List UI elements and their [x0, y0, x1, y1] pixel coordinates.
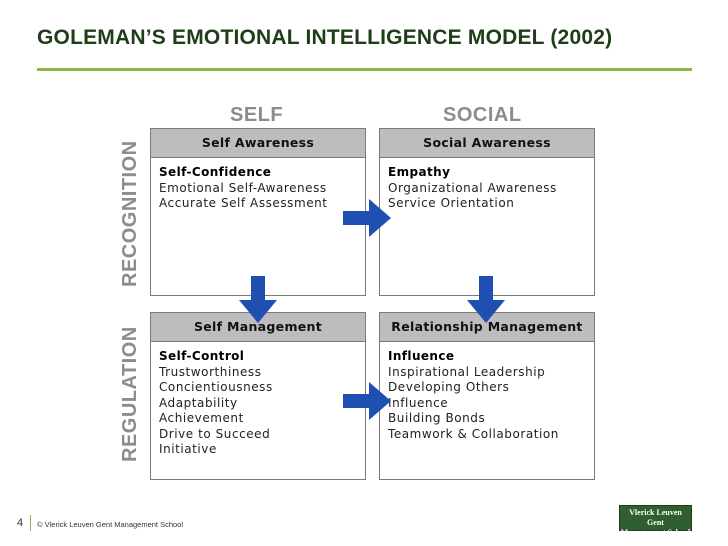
competency-item: Drive to Succeed: [159, 426, 271, 441]
copyright-text: © Vlerick Leuven Gent Management School: [37, 520, 184, 529]
competency-item: Self-Confidence: [159, 165, 272, 179]
quadrant-body: Influence Inspirational Leadership Devel…: [380, 342, 594, 442]
page-number: 4: [17, 517, 24, 529]
school-logo: Vlerick Leuven Gent Management School: [619, 505, 692, 537]
competency-item: Organizational Awareness: [388, 180, 557, 195]
logo-line: Management School: [620, 528, 691, 537]
quadrant-self-awareness: Self Awareness Self-Confidence Emotional…: [150, 128, 366, 296]
column-header-self: SELF: [230, 104, 284, 126]
title-underline: [37, 68, 692, 71]
quadrant-heading: Self Awareness: [151, 129, 365, 158]
quadrant-body: Self-Control Trustworthiness Concientiou…: [151, 342, 365, 458]
slide-title: GOLEMAN’S EMOTIONAL INTELLIGENCE MODEL (…: [37, 26, 613, 49]
competency-item: Adaptability: [159, 395, 238, 410]
competency-item: Concientiousness: [159, 380, 273, 394]
quadrant-self-management: Self Management Self-Control Trustworthi…: [150, 312, 366, 480]
competency-item: Accurate Self Assessment: [159, 196, 328, 210]
competency-item: Influence: [388, 395, 449, 410]
quadrant-body: Self-Confidence Emotional Self-Awareness…: [151, 158, 365, 212]
quadrant-body: Empathy Organizational Awareness Service…: [380, 158, 594, 212]
column-header-social: SOCIAL: [443, 104, 522, 126]
competency-item: Service Orientation: [388, 196, 515, 210]
quadrant-heading: Social Awareness: [380, 129, 594, 158]
arrow-right-icon: [343, 199, 391, 237]
row-header-regulation: REGULATION: [119, 326, 141, 462]
competency-item: Empathy: [388, 165, 451, 179]
competency-item: Building Bonds: [388, 411, 486, 425]
competency-item: Trustworthiness: [159, 364, 262, 379]
quadrant-relationship-management: Relationship Management Influence Inspir…: [379, 312, 595, 480]
footer-divider: [30, 515, 31, 531]
competency-item: Initiative: [159, 442, 217, 456]
competency-item: Teamwork & Collaboration: [388, 426, 559, 441]
competency-item: Influence: [388, 349, 455, 363]
competency-item: Inspirational Leadership: [388, 364, 546, 379]
logo-line: Vlerick Leuven Gent: [629, 508, 682, 527]
arrow-down-icon: [239, 276, 277, 323]
quadrant-social-awareness: Social Awareness Empathy Organizational …: [379, 128, 595, 296]
competency-item: Self-Control: [159, 349, 245, 363]
competency-item: Developing Others: [388, 380, 510, 394]
row-header-recognition: RECOGNITION: [119, 140, 141, 287]
competency-item: Achievement: [159, 411, 244, 425]
competency-item: Emotional Self-Awareness: [159, 180, 327, 195]
arrow-down-icon: [467, 276, 505, 323]
arrow-right-icon: [343, 382, 391, 420]
